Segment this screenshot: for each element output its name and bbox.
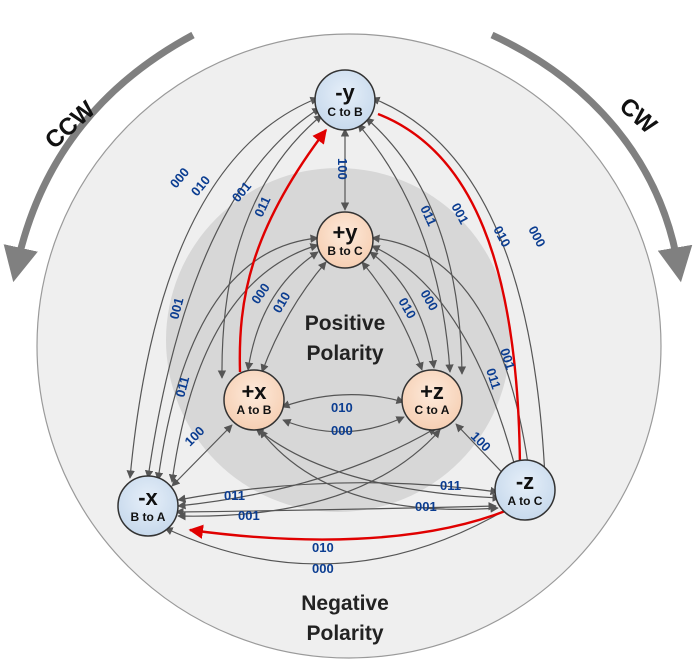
svg-text:+x: +x	[241, 379, 267, 404]
node-neg-x: -x B to A	[117, 475, 179, 537]
label-001: 001	[166, 296, 186, 321]
cw-rotation-arrow	[490, 31, 693, 283]
positive-polarity-label-line1: Positive	[305, 312, 386, 335]
node-pos-y: +y B to C	[316, 211, 374, 269]
svg-text:C to B: C to B	[327, 105, 363, 119]
positive-polarity-label-line2: Polarity	[306, 342, 383, 365]
label-001: 001	[415, 499, 437, 514]
svg-text:+y: +y	[332, 220, 358, 245]
svg-text:B to A: B to A	[131, 510, 166, 524]
svg-text:-x: -x	[138, 485, 158, 510]
label-001: 001	[497, 346, 518, 371]
node-pos-x: +x A to B	[223, 369, 285, 431]
label-100: 100	[335, 158, 350, 180]
svg-text:C to A: C to A	[415, 403, 450, 417]
label-000: 000	[331, 423, 353, 438]
transition-edges	[126, 96, 549, 565]
svg-text:A to C: A to C	[508, 494, 543, 508]
node-neg-y: -y C to B	[314, 69, 376, 131]
label-000: 000	[312, 561, 334, 576]
svg-text:B to C: B to C	[327, 244, 363, 258]
label-011: 011	[483, 366, 504, 391]
label-010: 010	[312, 540, 334, 555]
label-011: 011	[172, 375, 192, 399]
svg-text:-y: -y	[335, 80, 355, 105]
svg-text:+z: +z	[420, 379, 444, 404]
svg-text:A to B: A to B	[237, 403, 272, 417]
negative-polarity-label-line1: Negative	[301, 592, 389, 615]
node-pos-z: +z C to A	[401, 369, 463, 431]
label-011: 011	[440, 478, 461, 493]
negative-polarity-label-line2: Polarity	[306, 622, 383, 645]
svg-text:-z: -z	[516, 469, 534, 494]
ccw-rotation-arrow	[3, 31, 195, 283]
node-neg-z: -z A to C	[494, 459, 556, 521]
highlighted-path	[188, 112, 528, 541]
label-001: 001	[238, 508, 260, 523]
label-010: 010	[331, 400, 353, 415]
label-011: 011	[224, 488, 245, 503]
